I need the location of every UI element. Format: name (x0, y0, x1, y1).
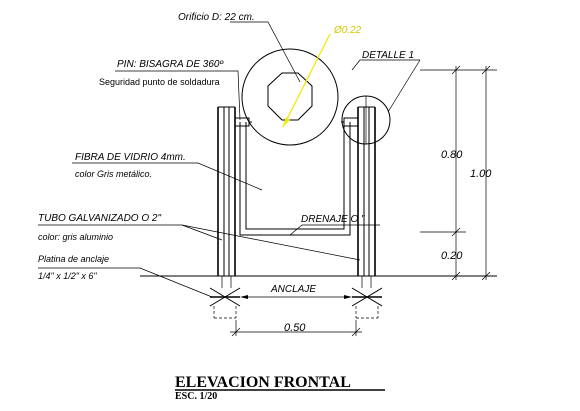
fiberglass-panel (239, 122, 351, 236)
drawing-scale: ESC. 1/20 (175, 391, 217, 402)
pin-sub-label: Seguridad punto de soldadura (99, 77, 220, 87)
pin-title-label: PIN: BISAGRA DE 360º (117, 59, 224, 70)
orificio-label: Orificio D: 22 cm. (178, 12, 255, 23)
dim-080-label: 0.80 (441, 149, 463, 161)
anchor-right (351, 276, 383, 319)
tubo-title-label: TUBO GALVANIZADO O 2" (38, 213, 161, 224)
diameter-mark (282, 33, 331, 128)
platina-leader (38, 267, 213, 298)
drenaje-label: DRENAJE O " (301, 214, 365, 225)
drawing-title: ELEVACION FRONTAL (175, 374, 351, 391)
dim-050-label: 0.50 (284, 322, 306, 334)
anclaje-dimension (240, 295, 352, 299)
dim-100-label: 1.00 (470, 168, 492, 180)
width-dimension (230, 320, 362, 337)
platina-title-label: Platina de anclaje (38, 254, 109, 264)
anchor-left (209, 276, 241, 319)
vertical-dimensions (420, 65, 497, 281)
platina-sub-label: 1/4" x 1/2" x 6" (38, 271, 97, 281)
right-post (357, 106, 376, 276)
pin-leader (115, 70, 241, 121)
diameter-label: Ø0.22 (333, 25, 362, 36)
opening-circle (241, 48, 339, 146)
detalle-label: DETALLE 1 (362, 50, 414, 61)
anclaje-label: ANCLAJE (270, 284, 316, 295)
left-post (217, 106, 236, 276)
drenaje-leader (289, 224, 380, 236)
tubo-sub-label: color: gris aluminio (38, 232, 113, 242)
detalle-leader (351, 59, 420, 71)
detail-circle (341, 95, 391, 145)
fibra-leader (72, 162, 263, 191)
fibra-sub-label: color Gris metálico. (75, 169, 152, 179)
dim-020-label: 0.20 (441, 250, 463, 262)
fibra-title-label: FIBRA DE VIDRIO 4mm. (75, 152, 186, 163)
orificio-leader (230, 21, 301, 83)
